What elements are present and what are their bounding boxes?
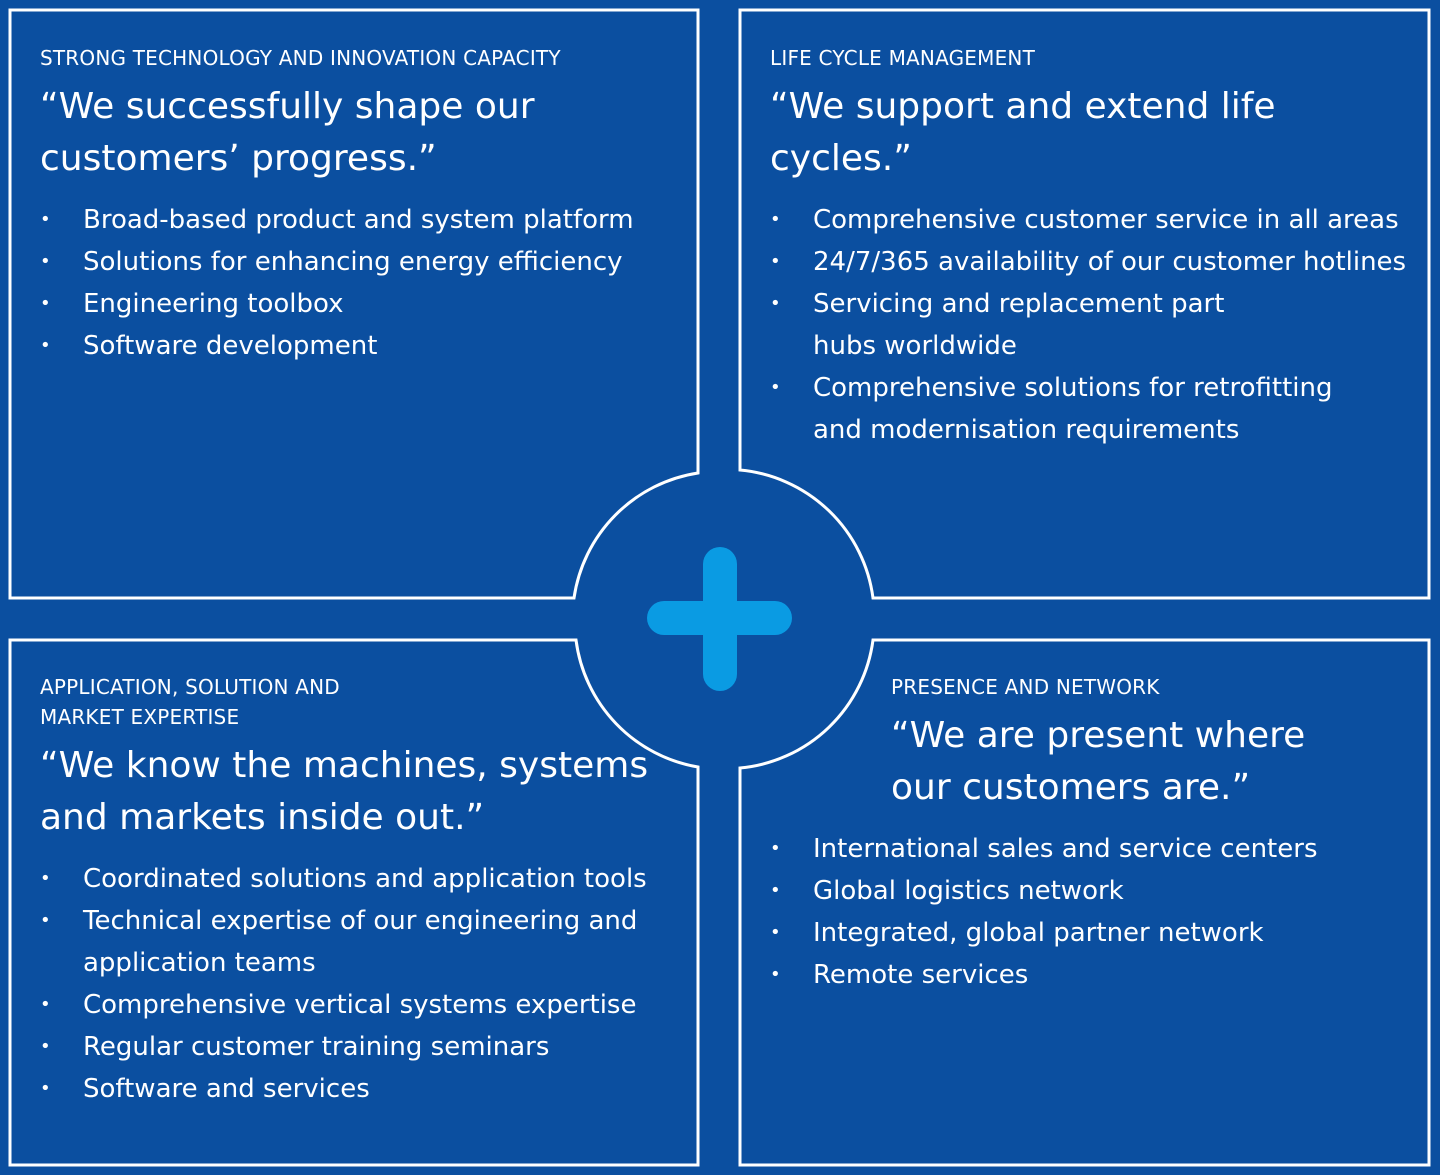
box-bottom-left-outline bbox=[8, 638, 700, 1167]
list-item: Remote services bbox=[770, 954, 1420, 996]
list-item: Coordinated solutions and application to… bbox=[40, 858, 680, 900]
list-item: Integrated, global partner network bbox=[770, 912, 1420, 954]
box-bottom-right-outline bbox=[738, 638, 1431, 1167]
quadrant-quote: “We know the machines, systems and marke… bbox=[40, 745, 649, 838]
quadrant-caption: STRONG TECHNOLOGY AND INNOVATION CAPACIT… bbox=[40, 46, 561, 70]
quadrant-presence: PRESENCE AND NETWORK “We are present whe… bbox=[770, 672, 1420, 996]
list-item: Regular customer training seminars bbox=[40, 1026, 680, 1068]
quadrant-caption: LIFE CYCLE MANAGEMENT bbox=[770, 46, 1036, 70]
list-item: Solutions for enhancing energy efficienc… bbox=[40, 241, 680, 283]
list-item: Software development bbox=[40, 325, 680, 367]
list-item: Comprehensive vertical systems expertise bbox=[40, 984, 680, 1026]
bullet-list: Coordinated solutions and application to… bbox=[40, 858, 680, 1110]
list-item: Global logistics network bbox=[770, 870, 1420, 912]
list-item: Technical expertise of our engineering a… bbox=[40, 900, 653, 984]
plus-icon bbox=[647, 547, 792, 691]
list-item: Engineering toolbox bbox=[40, 283, 680, 325]
quadrant-application: APPLICATION, SOLUTION AND MARKET EXPERTI… bbox=[40, 672, 680, 1110]
list-item: Comprehensive solutions for retrofitting… bbox=[770, 367, 1353, 451]
quadrant-caption: PRESENCE AND NETWORK bbox=[891, 675, 1160, 699]
list-item: Comprehensive customer service in all ar… bbox=[770, 199, 1420, 241]
bullet-list: Comprehensive customer service in all ar… bbox=[770, 199, 1420, 451]
box-top-right-outline bbox=[738, 8, 1431, 600]
box-top-left-outline bbox=[8, 8, 700, 600]
bullet-list: International sales and service centers … bbox=[770, 828, 1420, 996]
quadrant-technology: STRONG TECHNOLOGY AND INNOVATION CAPACIT… bbox=[40, 43, 680, 367]
list-item: Broad-based product and system platform bbox=[40, 199, 680, 241]
list-item: Servicing and replacement part hubs worl… bbox=[770, 283, 1283, 367]
quadrant-quote: “We are present where our customers are.… bbox=[891, 715, 1306, 808]
quadrant-caption: APPLICATION, SOLUTION AND MARKET EXPERTI… bbox=[40, 675, 340, 729]
quadrant-quote: “We support and extend life cycles.” bbox=[770, 86, 1276, 179]
quadrant-quote: “We successfully shape our customers’ pr… bbox=[40, 86, 535, 179]
list-item: Software and services bbox=[40, 1068, 680, 1110]
quadrant-life-cycle: LIFE CYCLE MANAGEMENT “We support and ex… bbox=[770, 43, 1420, 451]
list-item: International sales and service centers bbox=[770, 828, 1420, 870]
list-item: 24/7/365 availability of our customer ho… bbox=[770, 241, 1420, 283]
bullet-list: Broad-based product and system platform … bbox=[40, 199, 680, 367]
